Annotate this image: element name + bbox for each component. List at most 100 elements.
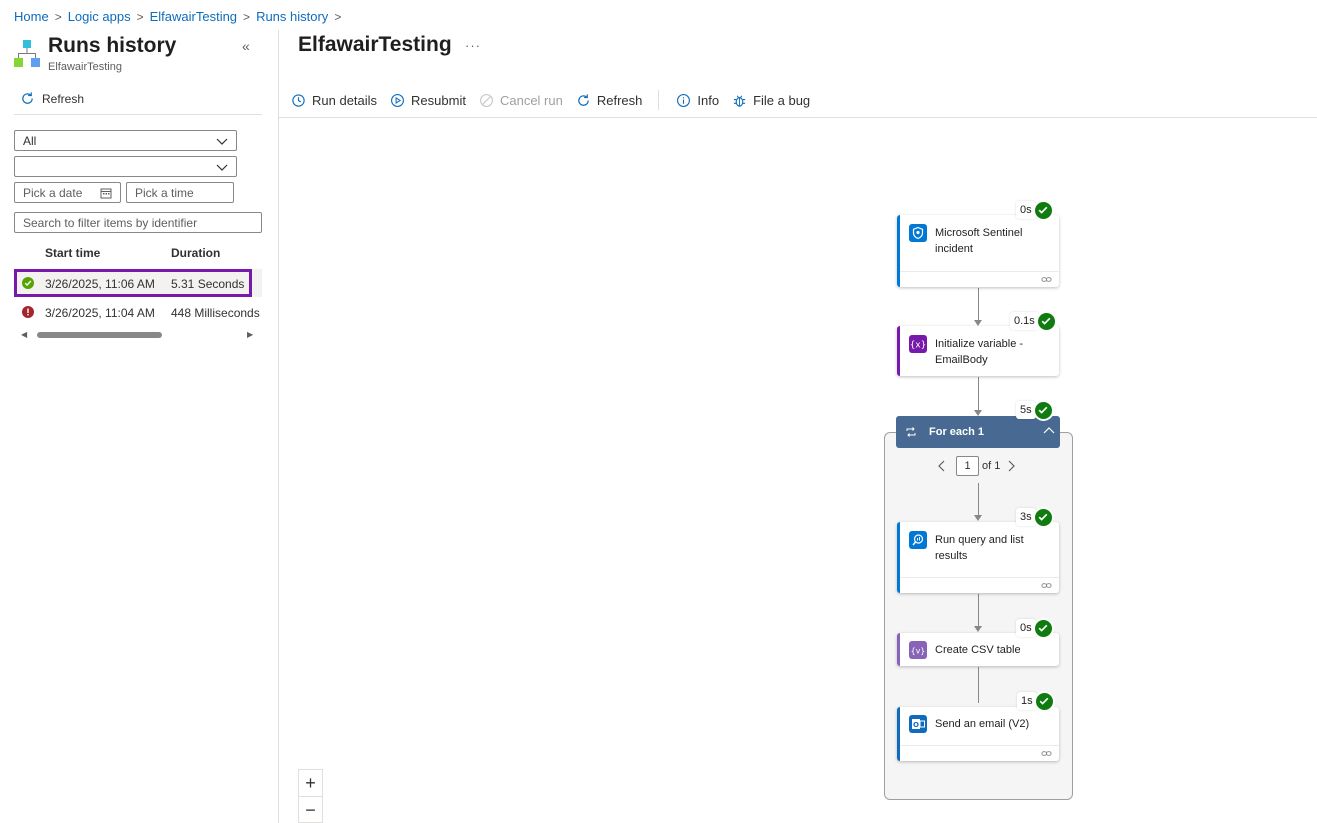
run-start-time: 3/26/2025, 11:04 AM [45,306,155,320]
chevron-up-icon[interactable] [1043,425,1055,437]
refresh-icon [22,92,33,104]
zoom-in-button[interactable]: + [305,773,316,793]
chevron-right-icon: > [136,9,144,24]
toolbar-divider [658,90,660,110]
horizontal-scrollbar[interactable]: ◀ ▶ [14,330,262,340]
status-badge: 0s [1016,617,1054,639]
zoom-out-button[interactable]: − [305,800,316,820]
zoom-controls: + − [298,769,323,823]
panel-subtitle: ElfawairTesting [48,61,122,73]
card-accent [897,522,900,593]
breadcrumb-home[interactable]: Home [14,9,49,24]
card-label: Run query and list results [935,534,1024,562]
checkmark-circle-icon [22,277,34,289]
connector-line [978,594,979,626]
breadcrumb-runs-history[interactable]: Runs history [256,9,329,24]
selected-run-highlight [14,269,252,297]
card-label: Create CSV table [935,644,1021,656]
action-card-create-csv[interactable]: {v} Create CSV table [897,633,1059,666]
duration-badge: 3s [1016,508,1036,526]
card-accent [897,215,900,287]
run-details-button[interactable]: Run details [291,93,377,108]
svg-text:O: O [913,721,919,729]
status-badge: 3s [1016,506,1054,528]
logic-app-icon [14,40,40,67]
run-row[interactable]: 3/26/2025, 11:04 AM 448 Milliseconds [14,298,262,326]
play-circle-icon [391,93,405,107]
chevron-right-icon: > [334,9,342,24]
scrollbar-thumb[interactable] [37,332,162,338]
duration-badge: 1s [1017,692,1037,710]
status-filter-dropdown[interactable]: All [14,130,237,151]
status-badge: 5s [1016,399,1054,421]
column-header-duration[interactable]: Duration [171,246,221,260]
action-card-initialize-variable[interactable]: {x} Initialize variable - EmailBody [897,326,1059,376]
column-header-start-time[interactable]: Start time [45,246,101,260]
toolbar: Run details Resubmit Cancel run Refresh … [291,90,823,110]
scroll-left-icon[interactable]: ◀ [21,330,28,339]
status-badge: 0s [1016,199,1054,221]
date-picker[interactable]: Pick a date [14,182,121,203]
action-card-sentinel-incident[interactable]: Microsoft Sentinel incident [897,215,1059,287]
checkmark-circle-icon [1032,399,1054,421]
chevron-down-icon [216,138,228,145]
foreach-header[interactable]: For each 1 [896,416,1060,448]
card-label: Initialize variable - EmailBody [935,338,1024,366]
duration-badge: 5s [1016,401,1036,419]
card-accent [897,633,900,666]
status-badge: 1s [1017,690,1055,712]
duration-badge: 0s [1016,619,1036,637]
cancel-run-label: Cancel run [499,92,563,108]
date-placeholder: Pick a date [23,185,83,200]
info-button[interactable]: Info [676,93,719,108]
scroll-right-icon[interactable]: ▶ [247,330,254,339]
breadcrumb-logic-apps[interactable]: Logic apps [67,9,131,24]
arrow-icon [974,626,982,632]
card-footer [900,271,1059,287]
card-accent [897,326,900,376]
time-picker[interactable]: Pick a time [126,182,234,203]
chevron-right-icon: > [54,9,62,24]
foreach-label: For each 1 [929,426,985,438]
divider [279,117,1317,118]
run-details-label: Run details [312,92,378,108]
info-label: Info [697,92,720,108]
status-filter-value: All [23,133,37,148]
collapse-panel-button[interactable]: « [242,38,250,54]
more-options-button[interactable]: ··· [465,38,481,53]
checkmark-circle-icon [1032,199,1054,221]
svg-text:{x}: {x} [910,341,926,351]
variable-icon: {x} [909,335,927,353]
run-duration: 448 Milliseconds [171,306,260,320]
refresh-runs-button[interactable]: Refresh [20,91,84,106]
secondary-filter-dropdown[interactable] [14,156,237,177]
link-icon[interactable] [1041,748,1052,759]
action-card-send-email[interactable]: O Send an email (V2) [897,707,1059,761]
card-label: Send an email (V2) [935,718,1030,730]
breadcrumb-app[interactable]: ElfawairTesting [149,9,238,24]
chevron-left-icon[interactable] [935,459,949,473]
file-bug-button[interactable]: File a bug [732,93,810,108]
card-footer [900,577,1059,593]
link-icon[interactable] [1041,580,1052,591]
resubmit-label: Resubmit [411,92,466,108]
action-card-run-query[interactable]: Run query and list results [897,522,1059,593]
connector-line [978,288,979,320]
bug-icon [733,95,746,107]
run-search-input[interactable]: Search to filter items by identifier [14,212,262,233]
refresh-button[interactable]: Refresh [576,93,642,108]
resubmit-button[interactable]: Resubmit [390,93,466,108]
history-icon [292,93,305,107]
checkmark-circle-icon [1033,690,1055,712]
svg-text:{v}: {v} [911,647,925,656]
card-accent [897,707,900,761]
iteration-total: of 1 [982,459,1001,472]
iteration-input[interactable]: 1 [956,455,979,476]
chevron-right-icon[interactable] [1004,459,1018,473]
link-icon[interactable] [1041,274,1052,285]
run-row[interactable]: 3/26/2025, 11:06 AM 5.31 Seconds [14,269,262,297]
cancel-run-button[interactable]: Cancel run [479,93,563,108]
panel-divider [278,30,279,823]
chevron-right-icon: > [243,9,251,24]
designer-canvas[interactable] [279,118,1317,823]
